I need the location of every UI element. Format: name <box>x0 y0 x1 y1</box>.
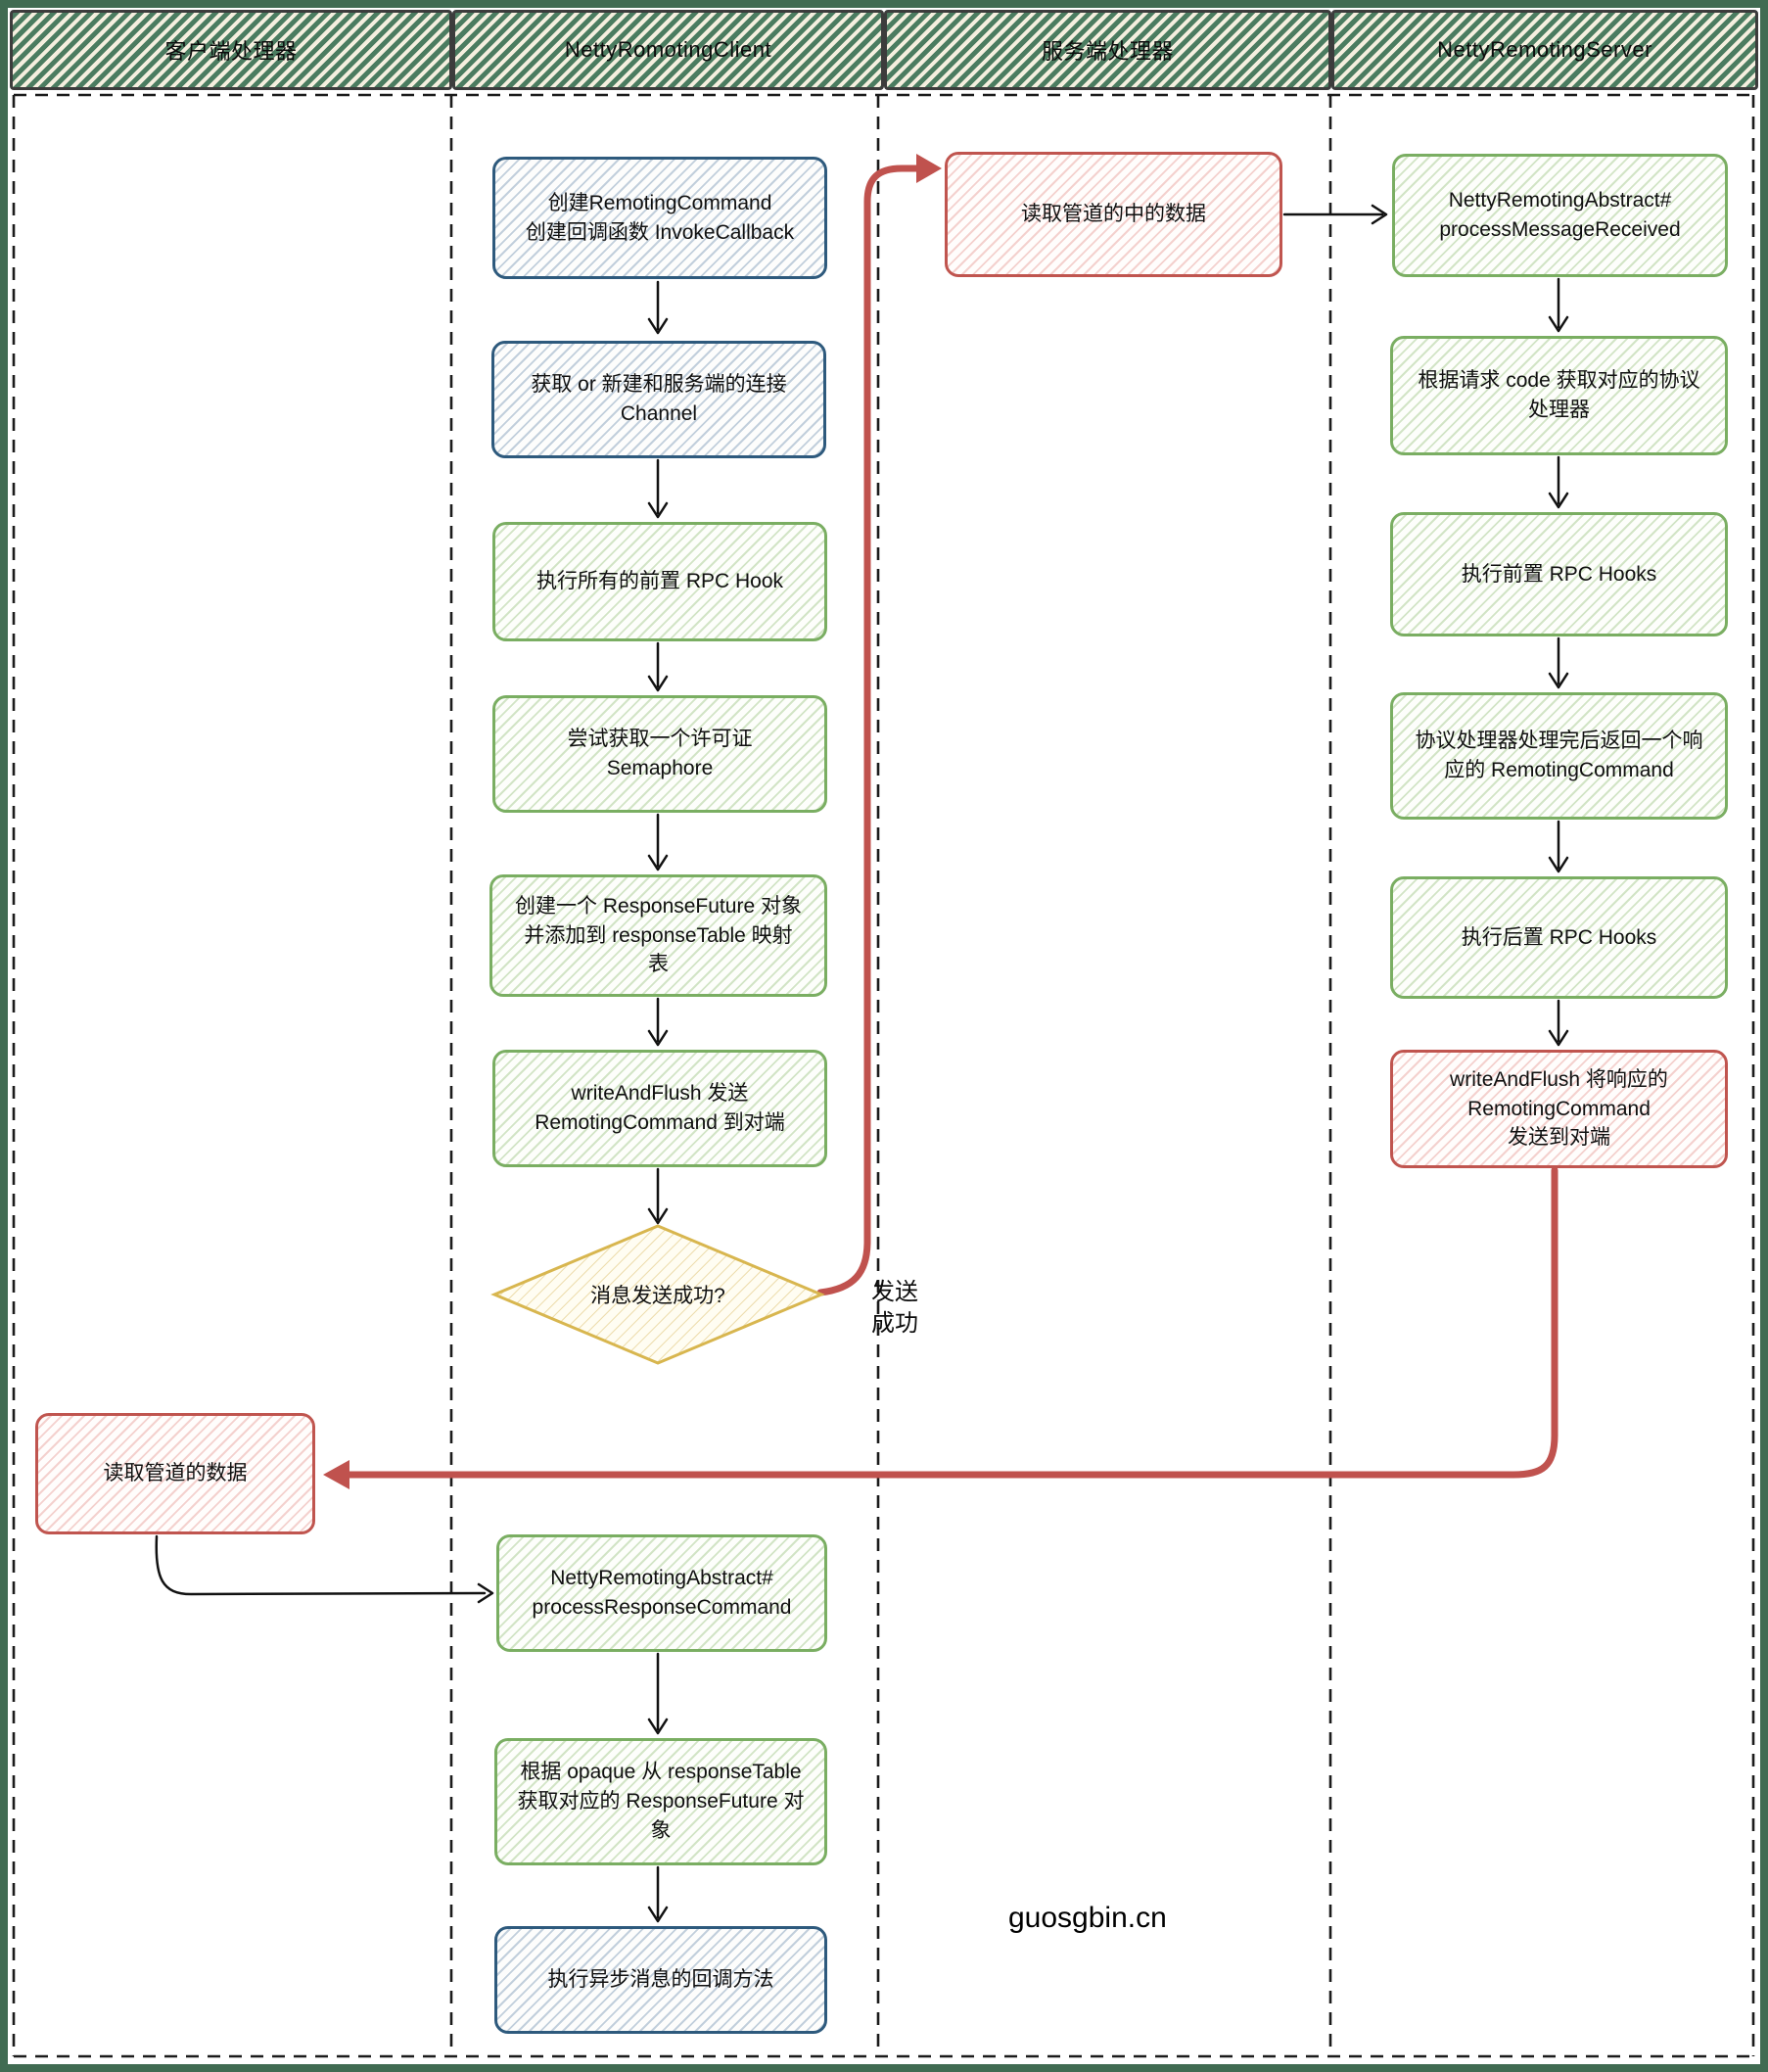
red-arrowhead-left <box>323 1460 349 1489</box>
node-client-read-channel: 读取管道的数据 <box>35 1413 315 1534</box>
node-process-message-received: NettyRemotingAbstract# processMessageRec… <box>1392 154 1728 277</box>
lane-divider-lines <box>12 93 1755 2058</box>
watermark-text: guosgbin.cn <box>1008 1902 1167 1934</box>
node-async-callback: 执行异步消息的回调方法 <box>494 1926 827 2034</box>
node-pre-rpc-hooks: 执行所有的前置 RPC Hook <box>492 522 827 641</box>
lane-header-netty-remoting-client: NettyRomotingClient <box>452 10 884 90</box>
node-opaque-lookup: 根据 opaque 从 responseTable 获取对应的 Response… <box>494 1738 827 1865</box>
node-get-channel: 获取 or 新建和服务端的连接 Channel <box>491 341 826 458</box>
lane-title: NettyRomotingClient <box>564 37 772 62</box>
node-create-command: 创建RemotingCommand 创建回调函数 InvokeCallback <box>492 157 827 279</box>
lane-title: NettyRemotingServer <box>1437 37 1652 62</box>
node-process-response-command: NettyRemotingAbstract# processResponseCo… <box>496 1534 827 1652</box>
lane-header-netty-remoting-server: NettyRemotingServer <box>1331 10 1758 90</box>
node-server-pre-rpc-hooks: 执行前置 RPC Hooks <box>1390 512 1728 636</box>
node-server-read-channel: 读取管道的中的数据 <box>945 152 1282 277</box>
node-get-processor-by-code: 根据请求 code 获取对应的协议 处理器 <box>1390 336 1728 455</box>
node-server-write-and-flush: writeAndFlush 将响应的 RemotingCommand 发送到对端 <box>1390 1050 1728 1168</box>
lane-title: 服务端处理器 <box>1041 39 1174 64</box>
lane-title: 客户端处理器 <box>164 39 298 64</box>
label-send-success: 发送 成功 <box>871 1279 918 1337</box>
lane-header-server-handler: 服务端处理器 <box>884 10 1331 90</box>
node-server-post-rpc-hooks: 执行后置 RPC Hooks <box>1390 876 1728 999</box>
lane-header-client-handler: 客户端处理器 <box>10 10 452 90</box>
red-transfer-arrows <box>339 165 1559 1479</box>
decision-diamond <box>490 1224 825 1365</box>
node-semaphore: 尝试获取一个许可证 Semaphore <box>492 695 827 813</box>
node-write-and-flush: writeAndFlush 发送 RemotingCommand 到对端 <box>492 1050 827 1167</box>
flow-arrows <box>155 204 1569 1923</box>
node-send-success-decision: 消息发送成功? <box>590 1285 725 1307</box>
red-arrowhead-right <box>916 154 942 183</box>
node-response-future: 创建一个 ResponseFuture 对象 并添加到 responseTabl… <box>489 874 827 997</box>
node-processor-response: 协议处理器处理完后返回一个响 应的 RemotingCommand <box>1390 692 1728 820</box>
